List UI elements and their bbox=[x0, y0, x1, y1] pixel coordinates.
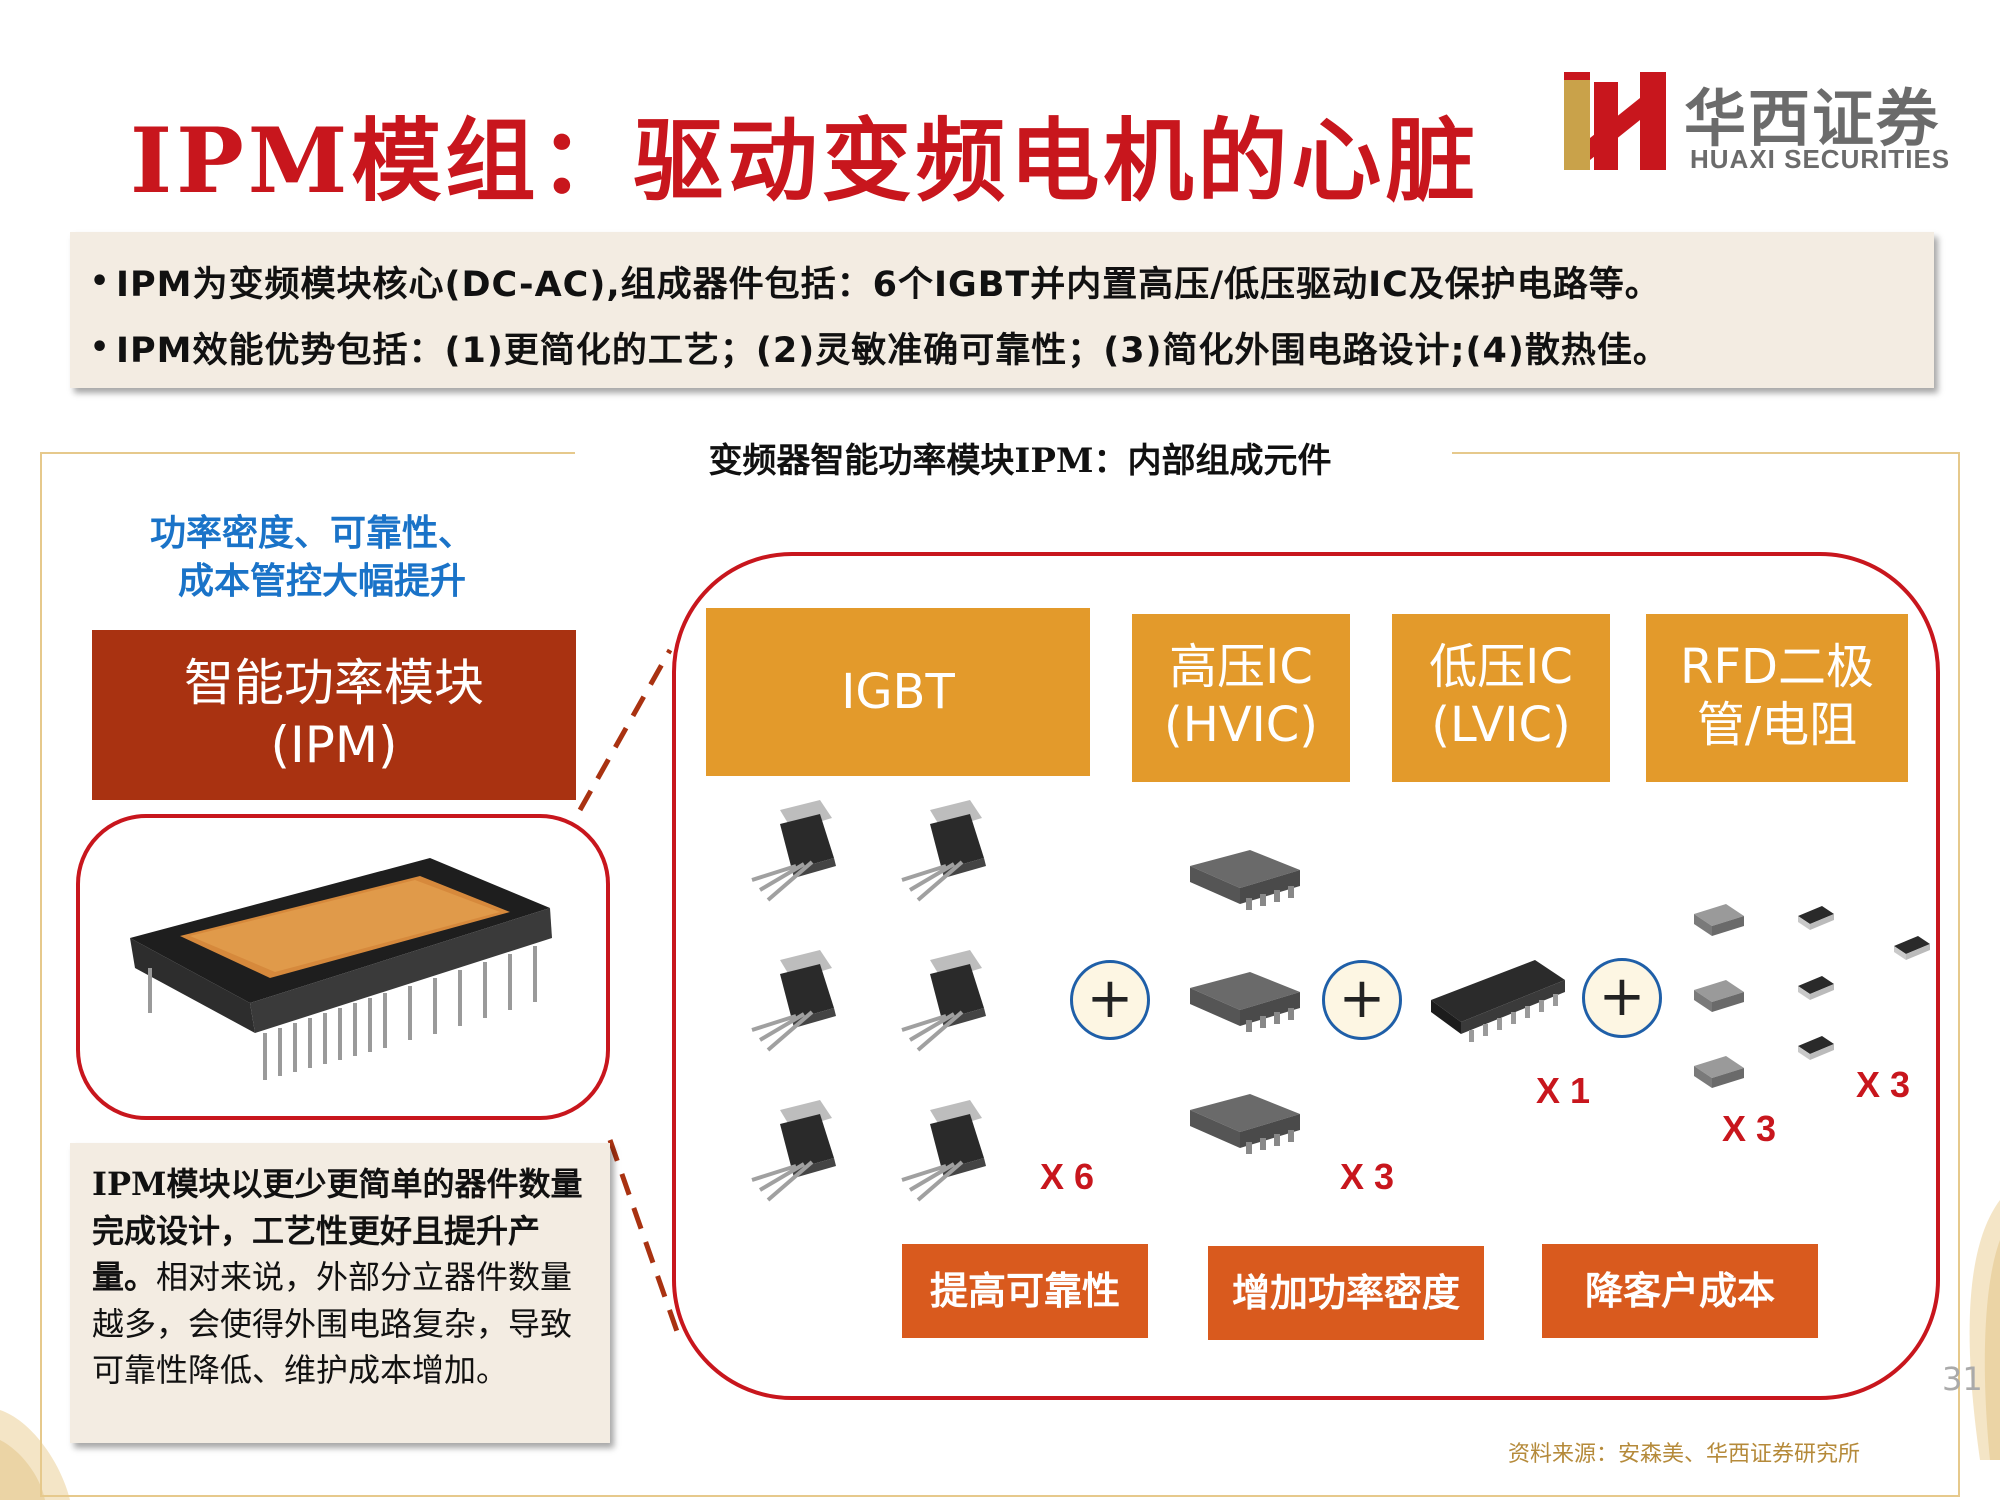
component-label-line: RFD二极 bbox=[1680, 639, 1874, 695]
benefit-power-density: 增加功率密度 bbox=[1208, 1246, 1484, 1340]
component-label-line: (LVIC) bbox=[1431, 697, 1571, 753]
page-title: IPM模组：驱动变频电机的心脏 bbox=[130, 108, 1480, 214]
note-regular-text: 相对来说，外部分立器件数量越多，会使得外围电路复杂，导致可靠性降低、维护成本增加… bbox=[92, 1258, 573, 1389]
component-label-line: 高压IC bbox=[1169, 639, 1313, 695]
decorative-gold-wave-right bbox=[1969, 1200, 2000, 1460]
multiplier-hvic: X 3 bbox=[1340, 1156, 1395, 1197]
note-box: IPM模块以更少更简单的器件数量完成设计，工艺性更好且提升产量。相对来说，外部分… bbox=[70, 1143, 610, 1443]
igbt-transistors-icon bbox=[750, 798, 988, 1202]
bullet-dot-icon: • bbox=[90, 263, 111, 299]
highlight-line: 成本管控大幅提升 bbox=[178, 561, 467, 602]
bullet-text: IPM效能优势包括：(1)更简化的工艺；(2)灵敏准确可靠性；(3)简化外围电路… bbox=[116, 330, 1669, 371]
components-frame bbox=[672, 552, 1940, 1400]
component-label-line: (HVIC) bbox=[1163, 697, 1319, 753]
section-title: 变频器智能功率模块IPM：内部组成元件 bbox=[708, 441, 1332, 481]
page-number: 31 bbox=[1942, 1360, 1983, 1398]
ipm-label-box: 智能功率模块 (IPM) bbox=[92, 630, 576, 800]
ipm-label-line: (IPM) bbox=[270, 716, 398, 774]
frame-top-line-right bbox=[1452, 452, 1960, 454]
component-lvic: 低压IC (LVIC) bbox=[1392, 614, 1610, 782]
bullet-dot-icon: • bbox=[90, 329, 111, 365]
plus-icon: + bbox=[1582, 958, 1662, 1038]
company-logo: 华西证券 HUAXI SECURITIES bbox=[1560, 68, 1960, 178]
logo-chinese-name: 华西证券 bbox=[1684, 82, 1941, 155]
component-label-line: 低压IC bbox=[1429, 639, 1573, 695]
component-label-line: 管/电阻 bbox=[1696, 697, 1858, 753]
component-hvic: 高压IC (HVIC) bbox=[1132, 614, 1350, 782]
plus-icon: + bbox=[1322, 960, 1402, 1040]
dashed-connector-lines bbox=[577, 648, 683, 1341]
source-note: 资料来源：安森美、华西证券研究所 bbox=[1508, 1442, 1861, 1467]
note-bold-text: IPM模块以更少更简单的器件数量完成设计，工艺性更好且提升产量。 bbox=[92, 1165, 583, 1296]
summary-bullets: • IPM为变频模块核心(DC-AC),组成器件包括：6个IGBT并内置高压/低… bbox=[70, 232, 1934, 388]
bullet-text: IPM为变频模块核心(DC-AC),组成器件包括：6个IGBT并内置高压/低压驱… bbox=[116, 264, 1661, 305]
hvic-chips-icon bbox=[1190, 850, 1300, 1154]
bullet-item: • IPM效能优势包括：(1)更简化的工艺；(2)灵敏准确可靠性；(3)简化外围… bbox=[84, 314, 1934, 380]
decorative-gold-wave-left bbox=[0, 1410, 70, 1500]
plus-icon: + bbox=[1070, 960, 1150, 1040]
ipm-label-line: 智能功率模块 bbox=[184, 654, 484, 712]
highlight-line: 功率密度、可靠性、 bbox=[150, 513, 475, 554]
benefit-cost-reduction: 降客户成本 bbox=[1542, 1244, 1818, 1338]
huaxi-h-logo-icon bbox=[1564, 72, 1666, 170]
ipm-module-image-frame bbox=[76, 814, 610, 1120]
multiplier-lvic: X 1 bbox=[1536, 1070, 1591, 1111]
multiplier-diode: X 3 bbox=[1722, 1108, 1777, 1149]
component-igbt: IGBT bbox=[706, 608, 1090, 776]
lvic-chip-icon bbox=[1431, 960, 1565, 1042]
multiplier-resistor: X 3 bbox=[1856, 1064, 1911, 1105]
bullet-item: • IPM为变频模块核心(DC-AC),组成器件包括：6个IGBT并内置高压/低… bbox=[84, 248, 1934, 314]
logo-english-name: HUAXI SECURITIES bbox=[1690, 144, 1951, 174]
multiplier-igbt: X 6 bbox=[1040, 1156, 1095, 1197]
ipm-module-chip-icon bbox=[130, 858, 552, 1080]
content-frame bbox=[40, 452, 1960, 1497]
highlight-text: 功率密度、可靠性、 成本管控大幅提升 bbox=[150, 510, 510, 606]
frame-top-line-left bbox=[40, 452, 575, 454]
benefit-reliability: 提高可靠性 bbox=[902, 1244, 1148, 1338]
component-rfd: RFD二极 管/电阻 bbox=[1646, 614, 1908, 782]
